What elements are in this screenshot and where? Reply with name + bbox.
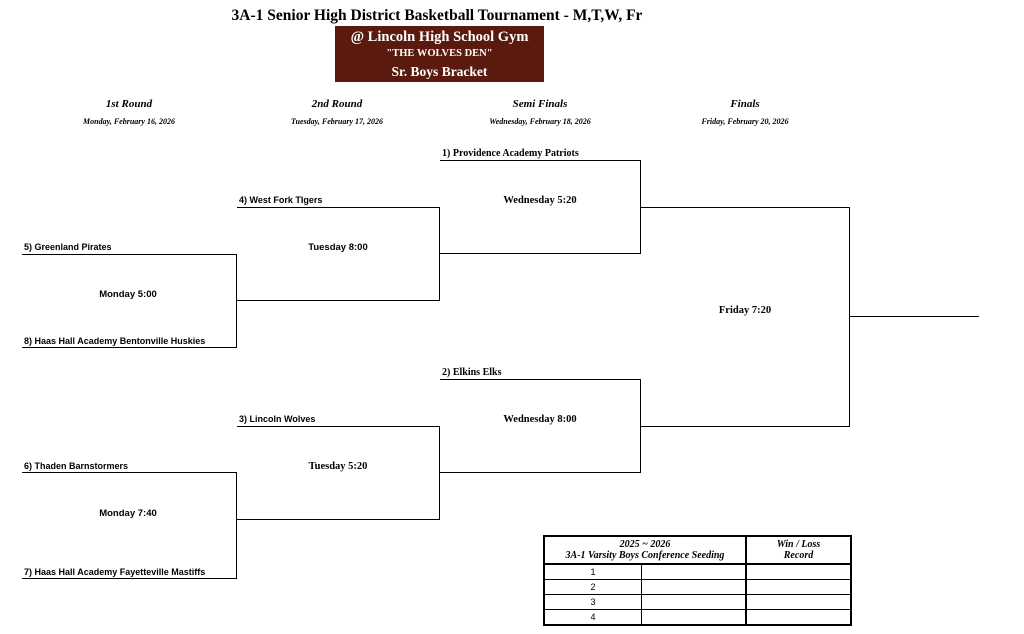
finals-time: Friday 7:20: [718, 305, 772, 316]
venue-nickname: "THE WOLVES DEN": [386, 48, 493, 59]
seed-number: 1: [543, 563, 642, 580]
bracket-line: [440, 253, 641, 254]
r1-g2-top-team: 6) Thaden Barnstormers: [24, 461, 129, 471]
seeding-conference: 3A-1 Varsity Boys Conference Seeding: [565, 550, 725, 561]
seeding-row: 2: [543, 579, 852, 595]
r1-g1-bottom-team: 8) Haas Hall Academy Bentonville Huskies: [24, 336, 206, 346]
seed-record-cell: [745, 563, 852, 580]
r2-g1-time: Tuesday 8:00: [308, 242, 368, 253]
seeding-header-row: 2025 ~ 2026 3A-1 Varsity Boys Conference…: [543, 535, 852, 565]
bracket-line: [641, 426, 850, 427]
champion-line: [849, 316, 979, 317]
sf-g1-team: 1) Providence Academy Patriots: [442, 148, 579, 159]
seeding-row: 3: [543, 594, 852, 610]
bracket-line: [440, 160, 641, 161]
r1-g2-bottom-team: 7) Haas Hall Academy Fayetteville Mastif…: [24, 567, 206, 577]
page-title: 3A-1 Senior High District Basketball Tou…: [231, 7, 643, 24]
round-2-name: 2nd Round: [311, 98, 363, 110]
round-1-name: 1st Round: [105, 98, 153, 110]
bracket-line: [22, 578, 237, 579]
sf-g2-time: Wednesday 8:00: [503, 414, 577, 425]
bracket-line: [849, 207, 850, 427]
bracket-line: [236, 472, 237, 579]
r2-g2-team: 3) Lincoln Wolves: [239, 414, 316, 424]
venue-banner: @ Lincoln High School Gym "THE WOLVES DE…: [335, 26, 544, 82]
bracket-line: [237, 519, 440, 520]
seed-record-cell: [745, 594, 852, 610]
bracket-line: [237, 207, 440, 208]
round-2-date: Tuesday, February 17, 2026: [290, 117, 384, 126]
bracket-line: [439, 207, 440, 301]
sf-g1-time: Wednesday 5:20: [503, 195, 577, 206]
seed-number: 2: [543, 579, 642, 595]
bracket-line: [237, 426, 440, 427]
seed-record-cell: [745, 579, 852, 595]
seed-number: 3: [543, 594, 642, 610]
round-3-date: Wednesday, February 18, 2026: [489, 117, 591, 126]
bracket-name: Sr. Boys Bracket: [391, 64, 488, 79]
bracket-line: [440, 472, 641, 473]
bracket-line: [640, 379, 641, 473]
round-3-name: Semi Finals: [512, 98, 568, 110]
bracket-line: [640, 160, 641, 254]
seeding-row: 4: [543, 609, 852, 626]
seeding-title: 2025 ~ 2026 3A-1 Varsity Boys Conference…: [543, 535, 747, 565]
seed-record-cell: [745, 609, 852, 626]
bracket-line: [22, 347, 237, 348]
seeding-row: 1: [543, 563, 852, 580]
venue-name: @ Lincoln High School Gym: [350, 29, 529, 45]
seed-team-cell: [641, 579, 747, 595]
seed-team-cell: [641, 594, 747, 610]
seed-team-cell: [641, 563, 747, 580]
bracket-line: [22, 472, 237, 473]
seeding-table: 2025 ~ 2026 3A-1 Varsity Boys Conference…: [543, 535, 852, 626]
r2-g2-time: Tuesday 5:20: [308, 461, 368, 472]
seed-team-cell: [641, 609, 747, 626]
bracket-line: [22, 254, 237, 255]
bracket-line: [439, 426, 440, 520]
r2-g1-team: 4) West Fork TIgers: [239, 195, 323, 205]
record-label-2: Record: [783, 550, 814, 561]
seed-number: 4: [543, 609, 642, 626]
r1-g1-time: Monday 5:00: [99, 289, 157, 300]
round-4-date: Friday, February 20, 2026: [701, 117, 789, 126]
record-label-1: Win / Loss: [776, 539, 821, 550]
bracket-line: [641, 207, 850, 208]
bracket-line: [237, 300, 440, 301]
round-1-date: Monday, February 16, 2026: [83, 117, 175, 126]
r1-g1-top-team: 5) Greenland Pirates: [24, 242, 112, 252]
bracket-line: [236, 254, 237, 348]
sf-g2-team: 2) Elkins Elks: [442, 367, 502, 378]
bracket-line: [440, 379, 641, 380]
r1-g2-time: Monday 7:40: [99, 508, 157, 519]
seeding-season: 2025 ~ 2026: [619, 539, 671, 550]
round-4-name: Finals: [730, 98, 760, 110]
record-header: Win / Loss Record: [745, 535, 852, 565]
